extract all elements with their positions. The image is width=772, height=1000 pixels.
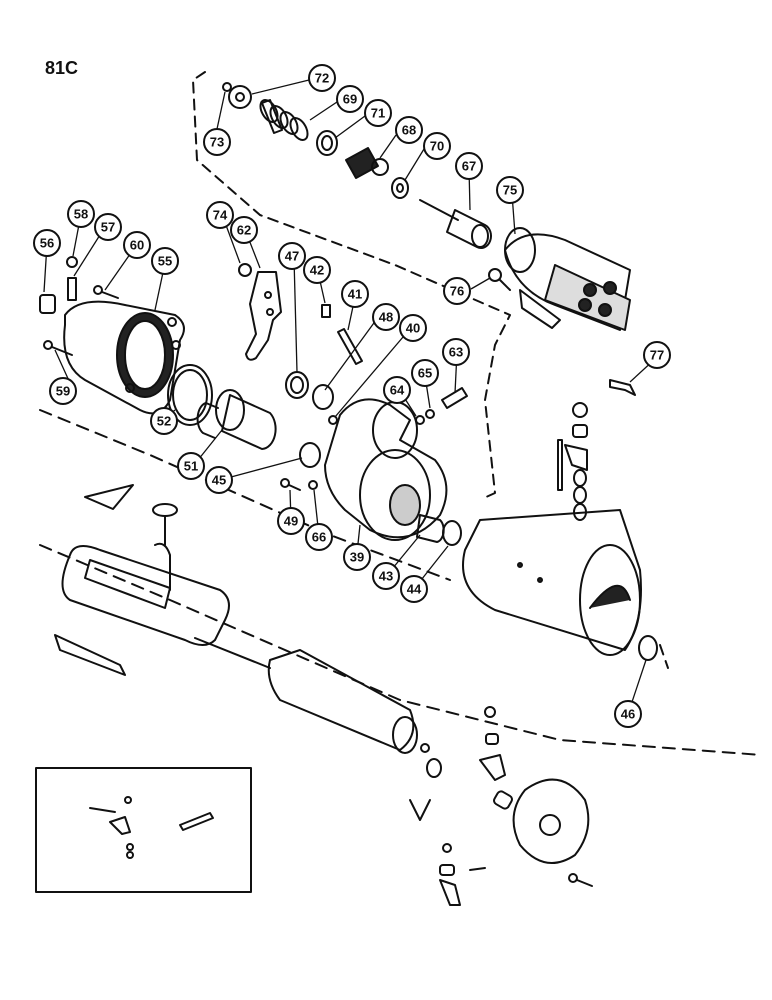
part-57-spring — [67, 277, 77, 301]
callout-47: 47 — [285, 249, 299, 264]
callout-72: 72 — [315, 71, 329, 86]
callout-76: 76 — [450, 284, 464, 299]
callout-75: 75 — [503, 183, 517, 198]
main-group-boundary-right — [659, 644, 669, 669]
callout-48: 48 — [379, 310, 393, 325]
callout-77: 77 — [650, 348, 664, 363]
field-coil-assembly — [61, 542, 230, 646]
part-60-screw — [93, 285, 119, 299]
callout-74: 74 — [213, 208, 228, 223]
callout-63: 63 — [449, 345, 463, 360]
part-73-nut — [222, 82, 232, 92]
part-68-plunger — [345, 147, 389, 179]
callout-43: 43 — [379, 569, 393, 584]
callout-labels: 72 73 69 71 68 70 67 75 76 74 62 47 42 4… — [40, 71, 664, 722]
part-45-washer — [299, 442, 321, 468]
part-48-ring — [312, 384, 334, 410]
callout-52: 52 — [157, 414, 171, 429]
part-66-nut — [308, 480, 318, 490]
thru-bolt — [568, 873, 593, 887]
terminal-stud — [152, 503, 178, 546]
part-58-nut — [66, 256, 78, 268]
callout-49: 49 — [284, 514, 298, 529]
part-39-bracket — [324, 398, 448, 541]
callout-45: 45 — [212, 473, 226, 488]
main-group-boundary-lower — [39, 544, 763, 756]
part-67-rod — [419, 199, 492, 249]
part-70-washer — [391, 177, 409, 199]
callout-60: 60 — [130, 238, 144, 253]
callout-39: 39 — [350, 550, 364, 565]
part-59-bolt — [43, 340, 73, 356]
part-43-bushing — [416, 514, 445, 543]
callout-56: 56 — [40, 236, 54, 251]
field-frame — [462, 509, 642, 656]
part-62-lever — [245, 271, 282, 361]
main-group-boundary-upper — [39, 409, 451, 581]
part-41-link — [337, 328, 363, 365]
part-55-drive-housing — [63, 300, 185, 415]
part-65-ring — [425, 409, 435, 419]
part-40-ball — [328, 415, 338, 425]
part-46-washer — [638, 635, 658, 661]
callout-64: 64 — [390, 383, 405, 398]
part-47-bushing — [285, 371, 309, 399]
leader-lines — [43, 79, 656, 715]
part-49-screw — [280, 478, 301, 491]
callout-73: 73 — [210, 135, 224, 150]
part-52-gasket — [167, 364, 213, 426]
callout-46: 46 — [621, 707, 635, 722]
insulator-strip — [54, 634, 126, 676]
callout-51: 51 — [184, 459, 198, 474]
armature — [194, 637, 430, 754]
callout-68: 68 — [402, 123, 416, 138]
callout-40: 40 — [406, 321, 420, 336]
callout-62: 62 — [237, 223, 251, 238]
callout-44: 44 — [407, 582, 422, 597]
inset-parts — [89, 796, 214, 859]
callout-circles — [33, 64, 671, 728]
part-56-bushing — [39, 294, 56, 314]
part-77-clip — [609, 379, 636, 396]
callout-67: 67 — [462, 159, 476, 174]
callout-65: 65 — [418, 366, 432, 381]
part-75-solenoid — [504, 227, 631, 331]
commutator-end-plate — [512, 778, 590, 864]
callout-41: 41 — [348, 287, 362, 302]
callout-42: 42 — [310, 263, 324, 278]
brush-hardware-stack — [557, 402, 588, 521]
callout-57: 57 — [101, 220, 115, 235]
callout-71: 71 — [371, 106, 385, 121]
part-72-washer — [228, 85, 252, 109]
commutator-end-hardware — [409, 706, 513, 906]
triangle-marker — [84, 484, 134, 510]
part-74-nut — [238, 263, 252, 277]
thrust-washer — [426, 758, 442, 778]
callout-59: 59 — [56, 384, 70, 399]
callout-70: 70 — [430, 139, 444, 154]
part-69-spring — [259, 99, 309, 141]
callout-58: 58 — [74, 207, 88, 222]
part-64-ring — [415, 415, 425, 425]
part-71-cup — [316, 130, 338, 156]
callout-69: 69 — [343, 92, 357, 107]
part-51-drive — [196, 389, 277, 450]
part-44-washer — [442, 520, 462, 546]
page-id: 81C — [45, 58, 79, 78]
part-76-screw — [488, 268, 511, 291]
callout-66: 66 — [312, 530, 326, 545]
part-42-pin — [321, 304, 331, 318]
inset-box — [35, 767, 252, 893]
callout-55: 55 — [158, 254, 172, 269]
